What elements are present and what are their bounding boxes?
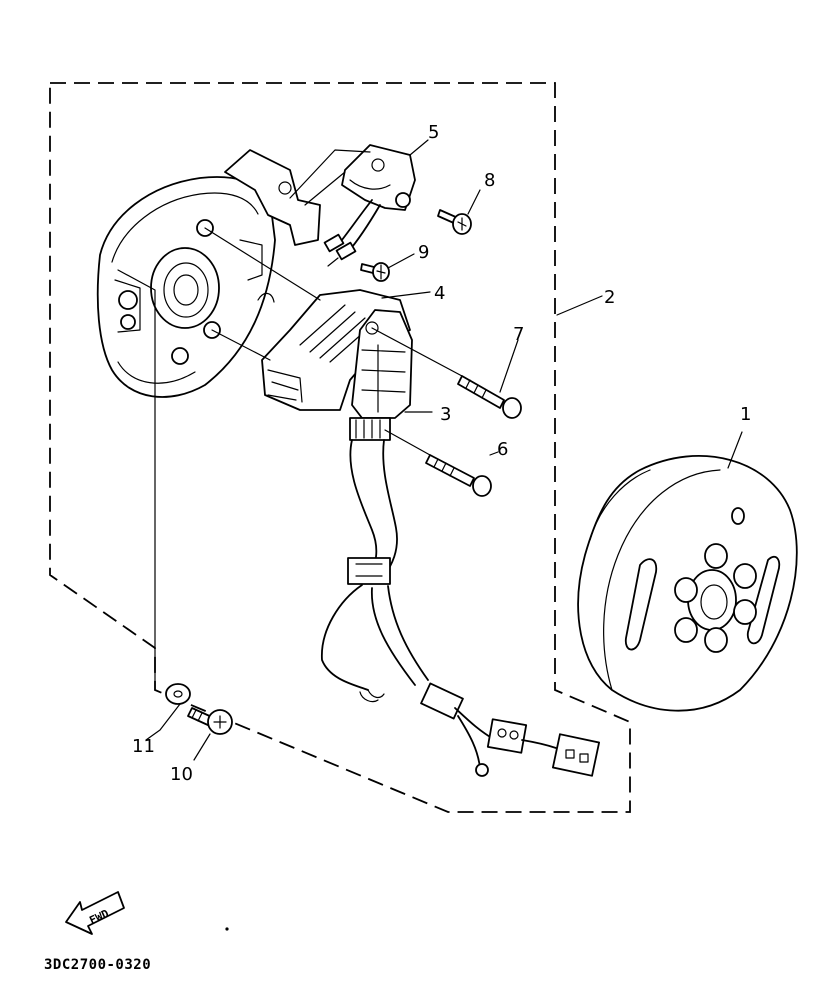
lighting-coil	[349, 309, 413, 441]
callout-6: 6	[497, 439, 508, 460]
pickup-coil	[323, 144, 416, 267]
assembly-boundary	[49, 82, 631, 813]
bolt-6	[425, 454, 492, 497]
callout-10: 10	[170, 764, 193, 785]
screw-8	[437, 209, 472, 235]
callout-3: 3	[440, 404, 451, 425]
callout-8: 8	[484, 170, 495, 191]
callout-7: 7	[513, 324, 524, 345]
callout-11: 11	[132, 736, 155, 757]
flywheel-rotor	[577, 455, 798, 712]
alignment-line	[117, 269, 156, 691]
screw-10	[187, 707, 233, 735]
washer-11	[165, 683, 191, 705]
drawing-code: 3DC2700-0320	[44, 957, 151, 973]
wire-harness	[321, 439, 600, 777]
callout-5: 5	[428, 122, 439, 143]
bolt-7	[457, 375, 522, 419]
screw-9	[360, 262, 390, 282]
callout-4: 4	[434, 283, 445, 304]
stator-base-plate	[96, 149, 321, 398]
callout-2: 2	[604, 287, 615, 308]
stray-dot	[225, 927, 229, 931]
callout-1: 1	[740, 404, 751, 425]
callout-9: 9	[418, 242, 429, 263]
forward-direction-arrow: FWD	[65, 891, 125, 935]
